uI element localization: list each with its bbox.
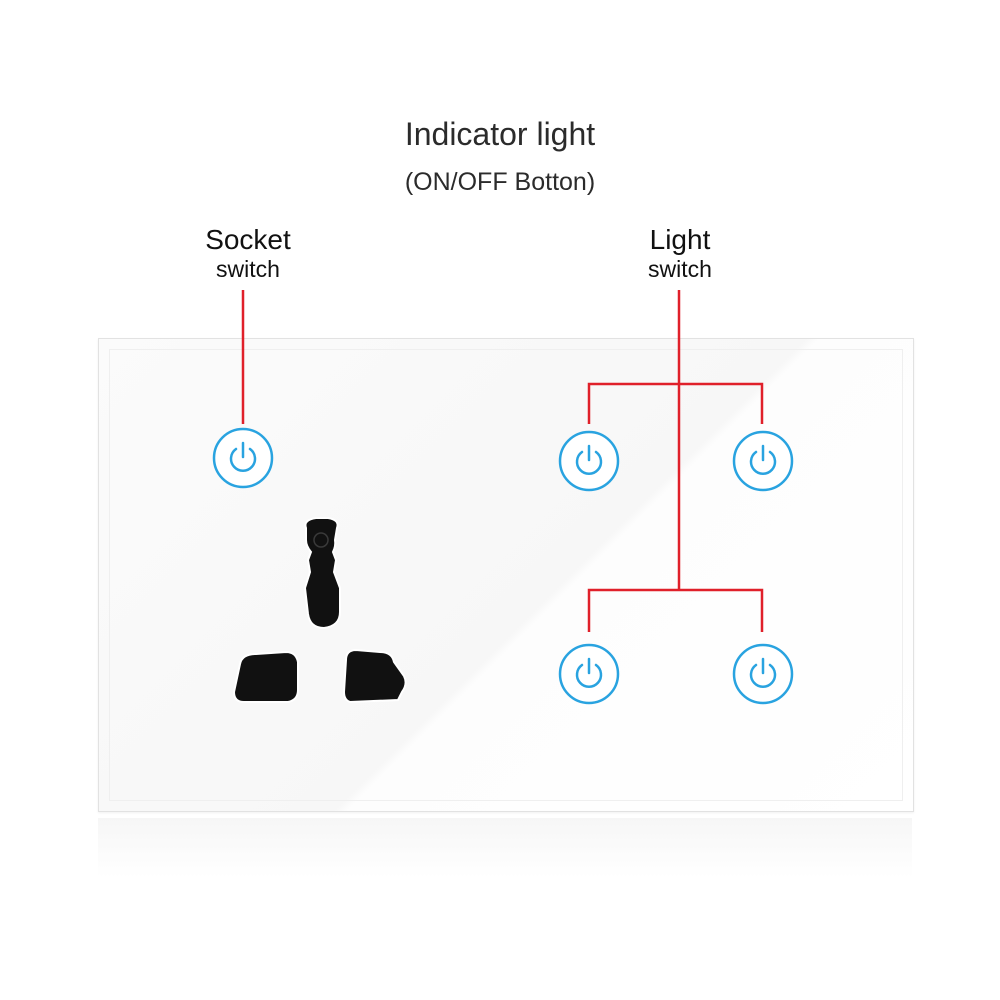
power-icon [229,441,257,472]
socket-switch-label: Socket [205,224,291,255]
socket-switch-sublabel: switch [216,256,280,282]
diagram-subtitle: (ON/OFF Botton) [404,168,596,196]
light-switch-sublabel: switch [648,256,712,282]
glass-switch-panel [98,338,914,812]
socket-earth-pin-hole [303,517,341,630]
socket-power-button[interactable] [212,427,274,489]
light-callout-top-branch [587,382,764,424]
light-power-button-3[interactable] [558,643,620,705]
socket-earth-pin-detail [313,532,329,548]
light-power-button-4[interactable] [732,643,794,705]
light-power-button-1[interactable] [558,430,620,492]
panel-inner-edge [109,349,903,801]
power-icon [575,444,603,475]
diagram-title: Indicator light [404,116,596,152]
callout-lines [241,290,764,632]
light-power-button-2[interactable] [732,430,794,492]
power-icon [575,657,603,688]
panel-reflection [98,818,912,878]
power-icon [749,444,777,475]
socket-left-pin-hole [232,650,299,703]
light-switch-label: Light [649,224,711,255]
universal-socket [232,517,407,704]
socket-right-pin-hole [342,648,407,704]
power-icon [749,657,777,688]
light-callout-bottom-branch [587,588,764,632]
